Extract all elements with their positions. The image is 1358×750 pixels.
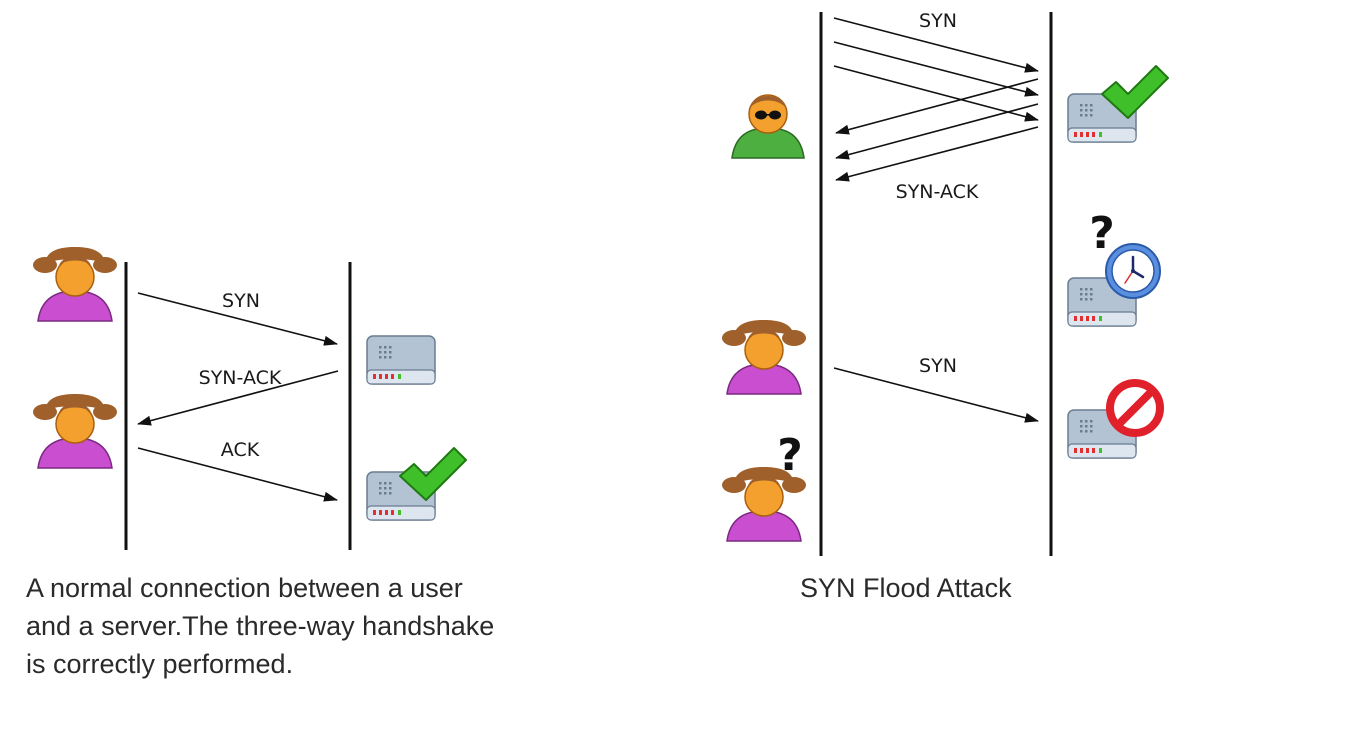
caption-line: A normal connection between a user xyxy=(26,573,463,603)
user-icon xyxy=(721,319,807,395)
attacker-icon xyxy=(731,94,805,159)
user-icon xyxy=(32,393,118,469)
question-mark-icon: ? xyxy=(777,430,803,481)
question-mark-icon: ? xyxy=(1089,208,1115,259)
syn-ack-label: SYN-ACK xyxy=(199,367,282,389)
caption-line: and a server.The three-way handshake xyxy=(26,611,495,641)
syn-ack-arrow xyxy=(835,126,1039,182)
server-icon xyxy=(366,335,436,385)
syn-flood-diagram: ? ? SYN SYN-ACK SYN xyxy=(721,10,1169,556)
syn-flood-caption: SYN Flood Attack xyxy=(800,569,1012,607)
normal-handshake-diagram: SYN SYN-ACK ACK xyxy=(32,246,467,550)
caption-line: is correctly performed. xyxy=(26,649,294,679)
syn-arrow xyxy=(833,41,1039,97)
syn-ack-arrow xyxy=(137,370,339,426)
forbidden-icon xyxy=(1110,383,1160,433)
syn-ack-arrow xyxy=(835,103,1039,160)
syn-arrow xyxy=(833,367,1039,423)
syn-arrow xyxy=(137,292,338,346)
syn-ack-arrow xyxy=(835,78,1039,135)
caption-line: SYN Flood Attack xyxy=(800,573,1012,603)
syn-ack-label: SYN-ACK xyxy=(896,181,979,203)
syn-label: SYN xyxy=(919,355,957,377)
syn-arrow xyxy=(833,17,1039,73)
ack-arrow xyxy=(137,447,338,502)
syn-label: SYN xyxy=(222,290,260,312)
syn-arrow xyxy=(833,65,1039,122)
user-icon xyxy=(32,246,118,322)
ack-label: ACK xyxy=(221,439,260,461)
syn-label: SYN xyxy=(919,10,957,32)
normal-connection-caption: A normal connection between a user and a… xyxy=(26,569,494,683)
